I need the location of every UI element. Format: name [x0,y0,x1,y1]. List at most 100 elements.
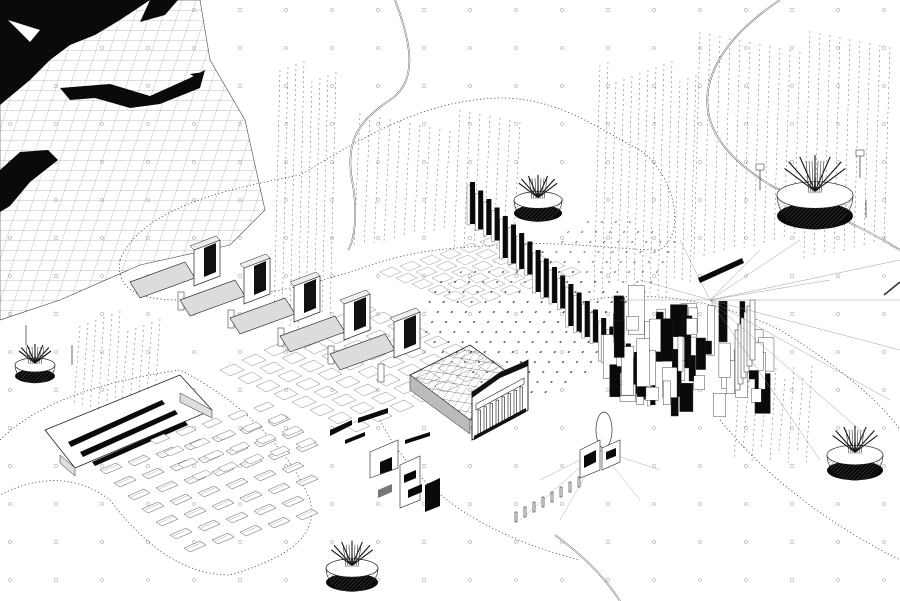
parking-bay [295,474,319,487]
palm-frond [333,544,353,566]
palm-trunk [537,177,539,198]
skyline-building [686,318,698,335]
parking-bay [269,445,291,457]
classical-temple [409,344,529,441]
palm-frond [843,426,856,453]
skyline-building [707,305,715,356]
canopy-unit [179,253,271,329]
palm-trunk [854,428,856,453]
mountain-shadow-top [0,0,150,105]
parking-bay [281,461,305,474]
temple-column [477,409,481,435]
canopy-unit [279,289,371,365]
parking-bay [211,498,235,511]
palm-trunk [814,158,816,192]
long-hall-building [44,374,213,477]
parking-grid-lot [99,401,319,553]
pylons [25,149,867,365]
skyline-building [713,393,726,417]
mountain-terrain [0,0,266,321]
palm-frond [537,178,556,198]
palm-frond [518,182,539,199]
palm-frond [835,430,856,453]
parking-bay [141,467,165,480]
palm-frond [34,344,44,364]
temple-column [519,386,523,412]
palm-trunk [34,346,36,363]
skyline-building [688,355,696,382]
skyline-building [679,383,694,412]
block-window [254,261,266,295]
parking-bay [281,495,305,508]
skyline-building [677,336,684,372]
skyline-building [693,375,705,390]
parking-bay [239,524,263,537]
parking-bay [295,437,317,449]
skyline-building [626,316,640,331]
parking-bay [149,433,171,445]
bollard [541,496,545,508]
slab-tower [502,216,508,258]
palm-frond [341,541,353,566]
palm-planter [826,425,884,481]
slab-tower [527,241,533,275]
bollard [514,511,518,523]
parking-bay [203,449,225,461]
slab-tower [552,267,557,303]
bollard [577,476,581,488]
parking-bay [225,511,249,524]
skyline-building [649,349,656,386]
parking-bay [163,445,185,457]
parking-bay [183,506,207,519]
parking-bay [197,519,221,532]
bollard [550,491,554,503]
slab-tower [576,292,582,332]
palm-trunk [351,543,353,566]
parking-bay [241,421,263,433]
parking-bay [253,401,275,413]
canopy-unit [229,271,321,347]
parking-bay [127,454,151,467]
palm-frond [537,175,549,198]
parking-bay [99,462,123,475]
slab-tower [650,369,656,405]
floating-bar [698,258,744,283]
parking-bay [155,480,179,493]
bollard-row [514,476,581,523]
parking-bay [189,437,211,449]
parking-bay [267,482,291,495]
slab-tower [535,250,541,292]
skyline-building [718,300,728,343]
block-window [304,279,316,313]
skyline-building [649,318,661,353]
parking-bay [201,417,223,429]
parking-bay [243,453,265,465]
palm-frond [520,178,539,198]
palm-frond [18,350,36,364]
skyline-building [613,320,625,358]
slab-tower [511,224,516,264]
skyline-building [609,364,621,397]
palm-planter [325,540,379,592]
parking-bay [169,493,193,506]
skyline-building [621,346,634,396]
slab-tower [494,207,500,241]
skyline-building [663,380,671,405]
palm-frond [814,167,846,192]
slab-tower [584,301,590,337]
skyline-building [695,337,706,370]
tall-tower [749,299,756,361]
palm-frond [34,350,52,364]
parking-bay [227,409,249,421]
bollard [568,481,572,493]
palm-frond [351,549,374,566]
fragment-structures [330,408,440,512]
parking-bay [155,514,179,527]
parking-bay [191,469,213,481]
parking-bay [183,540,207,553]
slab-tower [470,182,475,224]
palm-planter [776,155,854,230]
palm-planter [14,344,56,384]
slab-tower [593,309,598,343]
